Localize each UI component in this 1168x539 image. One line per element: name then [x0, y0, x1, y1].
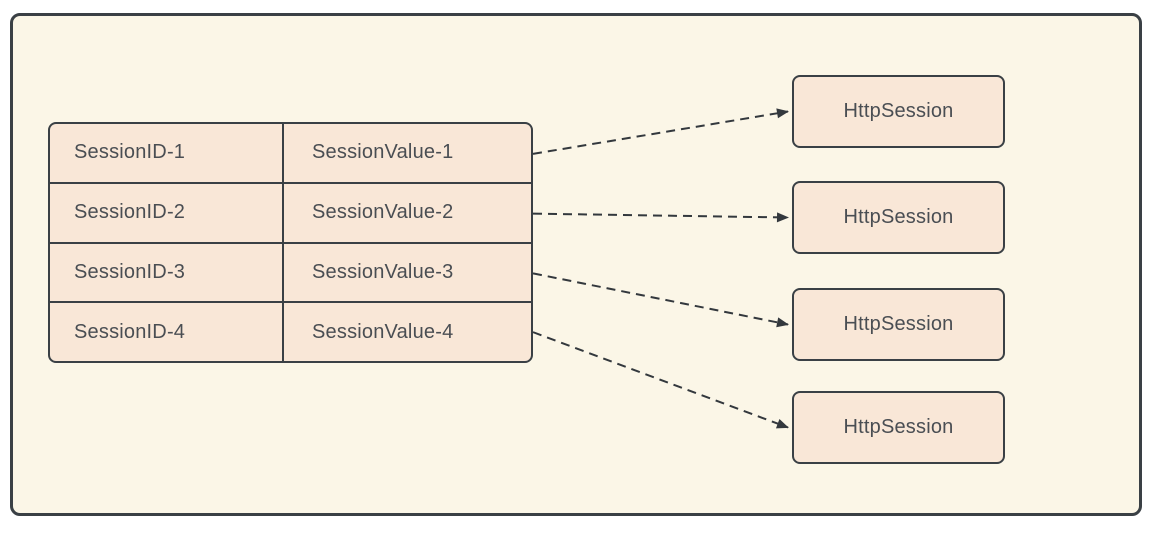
session-value-cell: SessionValue-4: [312, 320, 454, 343]
session-value-cell: SessionValue-3: [312, 260, 454, 283]
session-table: SessionID-1 SessionValue-1 SessionID-2 S…: [48, 122, 533, 363]
session-id-cell: SessionID-2: [50, 183, 284, 242]
table-row: SessionID-4 SessionValue-4: [50, 303, 531, 361]
table-row: SessionID-3 SessionValue-3: [50, 243, 531, 304]
table-row: SessionID-1 SessionValue-1: [50, 124, 531, 184]
http-session-node: HttpSession: [792, 75, 1005, 148]
session-id-cell: SessionID-3: [50, 243, 284, 302]
session-value-cell: SessionValue-2: [312, 201, 454, 224]
table-row: SessionID-2 SessionValue-2: [50, 183, 531, 244]
http-session-node: HttpSession: [792, 391, 1005, 464]
session-id-cell: SessionID-1: [50, 124, 284, 182]
session-id-cell: SessionID-4: [50, 303, 284, 361]
http-session-node: HttpSession: [792, 181, 1005, 254]
session-value-cell: SessionValue-1: [312, 141, 454, 164]
http-session-node: HttpSession: [792, 288, 1005, 361]
